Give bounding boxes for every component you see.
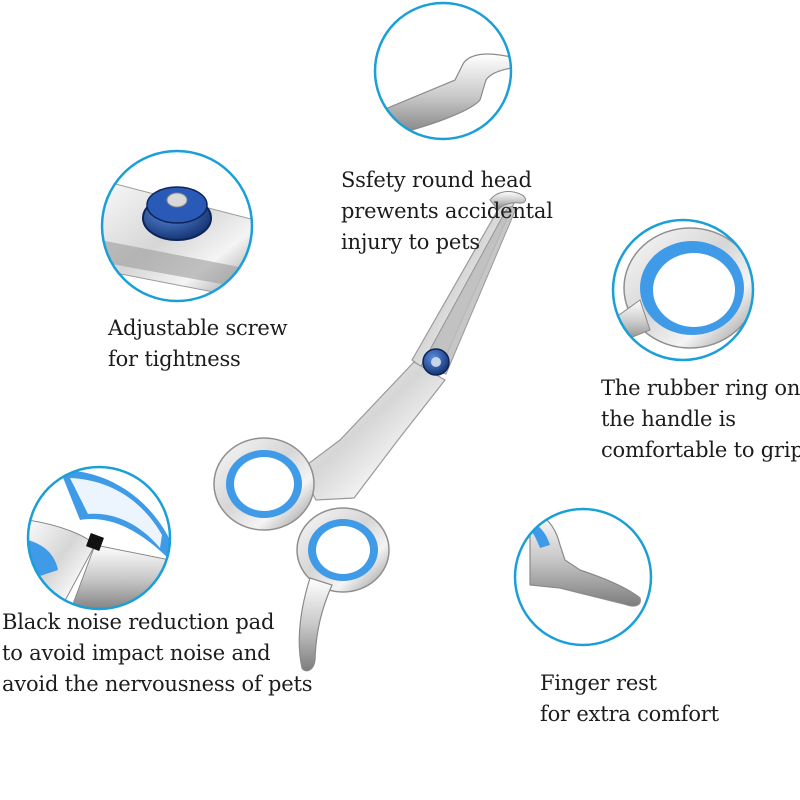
- finger-rest-tail: [298, 577, 333, 672]
- caption-rubber-ring-line-2: the handle is: [601, 407, 736, 431]
- caption-round-head-line-2: prewents accidental: [341, 199, 553, 223]
- caption-screw-line-1: Adjustable screw: [108, 316, 288, 340]
- caption-rubber-ring: The rubber ring on the handle is comfort…: [601, 373, 800, 466]
- caption-noise-pad-line-3: avoid the nervousness of pets: [2, 672, 313, 696]
- finger-ring-lower: [296, 507, 390, 593]
- detail-circle-rubber-ring: [611, 218, 755, 362]
- scissor-shank: [299, 361, 446, 501]
- pivot-screw: [422, 348, 450, 376]
- caption-noise-pad-line-1: Black noise reduction pad: [2, 610, 275, 634]
- caption-noise-pad: Black noise reduction pad to avoid impac…: [2, 607, 312, 700]
- caption-screw: Adjustable screw for tightness: [108, 313, 288, 375]
- detail-circle-round-head: [373, 1, 513, 141]
- detail-circle-noise-pad: [26, 465, 172, 611]
- caption-finger-rest-line-1: Finger rest: [540, 671, 657, 695]
- detail-circle-finger-rest: [513, 507, 653, 647]
- caption-noise-pad-line-2: to avoid impact noise and: [2, 641, 271, 665]
- detail-circle-screw: [100, 149, 254, 303]
- caption-round-head-line-3: injury to pets: [341, 230, 480, 254]
- caption-rubber-ring-line-3: comfortable to grip: [601, 438, 800, 462]
- caption-rubber-ring-line-1: The rubber ring on: [601, 376, 800, 400]
- scissor-blade-lower: [419, 206, 516, 375]
- scissors: [213, 191, 526, 672]
- finger-ring-upper: [213, 437, 315, 531]
- caption-screw-line-2: for tightness: [108, 347, 241, 371]
- caption-finger-rest: Finger rest for extra comfort: [540, 668, 719, 730]
- caption-round-head: Ssfety round head prewents accidental in…: [341, 165, 553, 258]
- caption-finger-rest-line-2: for extra comfort: [540, 702, 719, 726]
- round-head-tip: [489, 191, 526, 211]
- caption-round-head-line-1: Ssfety round head: [341, 168, 532, 192]
